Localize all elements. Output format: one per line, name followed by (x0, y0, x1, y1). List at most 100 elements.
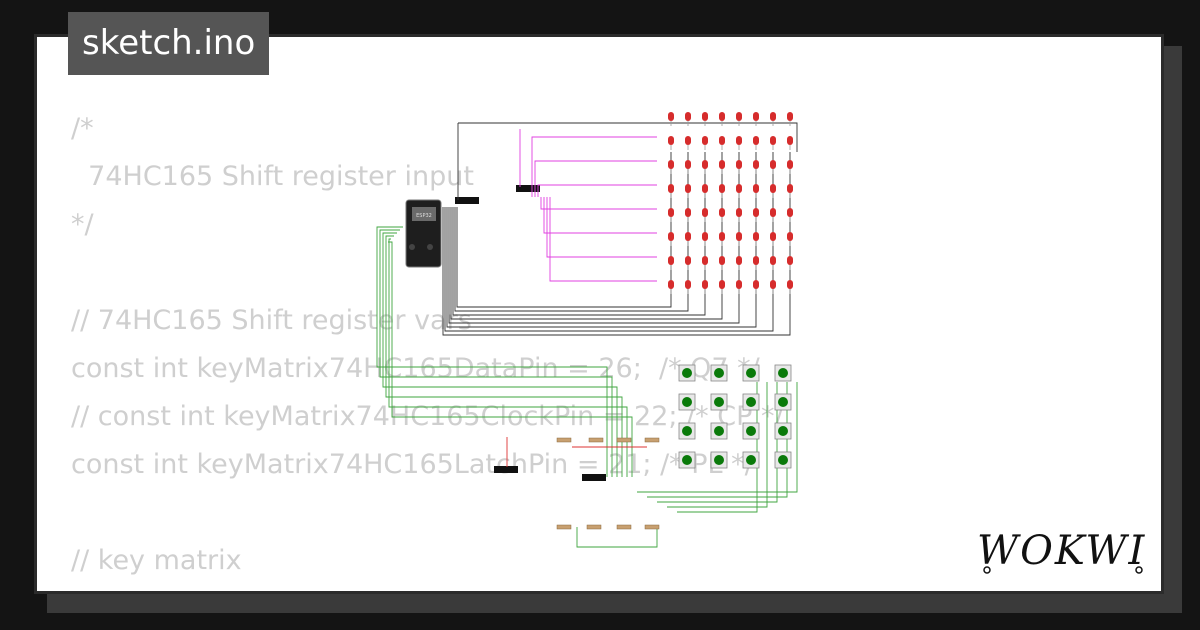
wire-green (667, 382, 768, 508)
chip-74hc165-b (582, 474, 606, 481)
led-icon (685, 160, 691, 169)
wire-green (379, 229, 613, 477)
key-cap-icon (714, 455, 724, 465)
chip-74hc165-a (494, 466, 518, 473)
esp32-board: ESP32 (405, 199, 442, 268)
led-icon (668, 232, 674, 241)
led-icon (719, 280, 725, 289)
led-icon (702, 280, 708, 289)
wire-magenta (537, 184, 657, 197)
key-cap-icon (778, 368, 788, 378)
led-icon (770, 112, 776, 121)
code-line: // key matrix (71, 545, 242, 576)
brand-name: WOKWI (977, 528, 1146, 574)
led-icon (685, 280, 691, 289)
led-icon (770, 232, 776, 241)
led-icon (753, 136, 759, 145)
logo-dot-icon (983, 566, 991, 574)
led-icon (753, 208, 759, 217)
key-cap-icon (746, 455, 756, 465)
key-cap-icon (682, 455, 692, 465)
wire-magenta (549, 197, 657, 282)
led-icon (736, 208, 742, 217)
led-icon (702, 160, 708, 169)
led-icon (719, 256, 725, 265)
resistor-icon (644, 524, 660, 530)
led-icon (702, 136, 708, 145)
led-icon (668, 112, 674, 121)
code-preview-card: /* 74HC165 Shift register input*/// 74HC… (34, 34, 1164, 594)
led-icon (702, 208, 708, 217)
led-icon (719, 160, 725, 169)
wire-black (452, 152, 706, 316)
wire-magenta (531, 136, 657, 197)
button-boot (409, 244, 415, 250)
led-icon (719, 184, 725, 193)
led-icon (753, 256, 759, 265)
led-icon (770, 280, 776, 289)
wire-black (458, 122, 798, 152)
key-cap-icon (714, 397, 724, 407)
wire-green (657, 382, 778, 503)
led-icon (685, 232, 691, 241)
wire-magenta (543, 197, 657, 234)
wire-magenta (534, 160, 657, 197)
led-icon (770, 256, 776, 265)
keypad-matrix (678, 364, 792, 469)
key-cap-icon (778, 426, 788, 436)
wire-black (450, 152, 723, 320)
led-icon (787, 160, 793, 169)
wire-black (444, 152, 774, 332)
wire-green (376, 226, 608, 477)
resistor-icon (616, 437, 632, 443)
wokwi-logo: WOKWI (977, 528, 1146, 574)
led-icon (787, 184, 793, 193)
led-icon (770, 208, 776, 217)
resistor-icon (556, 524, 572, 530)
wire-green (382, 232, 618, 477)
led-icon (753, 112, 759, 121)
led-icon (787, 256, 793, 265)
led-icon (719, 232, 725, 241)
led-icon (685, 136, 691, 145)
led-icon (702, 184, 708, 193)
chip-74hc595-b (516, 185, 540, 192)
led-icon (719, 208, 725, 217)
led-icon (787, 232, 793, 241)
led-matrix (668, 112, 793, 294)
code-line: /* (71, 113, 94, 144)
led-icon (685, 112, 691, 121)
code-view: /* 74HC165 Shift register input*/// 74HC… (71, 105, 784, 591)
board-label: ESP32 (416, 213, 432, 219)
led-icon (753, 280, 759, 289)
key-cap-icon (682, 426, 692, 436)
led-icon (668, 280, 674, 289)
button-reset (427, 244, 433, 250)
key-cap-icon (746, 368, 756, 378)
led-icon (736, 184, 742, 193)
key-cap-icon (746, 426, 756, 436)
resistor-icon (616, 524, 632, 530)
wires (376, 122, 798, 548)
led-icon (685, 208, 691, 217)
file-tab[interactable]: sketch.ino (68, 12, 270, 75)
led-icon (753, 184, 759, 193)
led-icon (685, 184, 691, 193)
led-icon (702, 256, 708, 265)
wire-green (388, 241, 633, 477)
key-cap-icon (682, 397, 692, 407)
led-icon (685, 256, 691, 265)
led-icon (668, 160, 674, 169)
logo-dot-icon (1135, 566, 1143, 574)
wire-green (385, 235, 623, 477)
led-icon (770, 184, 776, 193)
key-cap-icon (714, 426, 724, 436)
chip-74hc595-a (455, 197, 479, 204)
led-icon (668, 184, 674, 193)
led-icon (736, 136, 742, 145)
code-line: */ (71, 209, 94, 240)
wire-black (454, 152, 689, 312)
key-cap-icon (778, 455, 788, 465)
key-cap-icon (714, 368, 724, 378)
